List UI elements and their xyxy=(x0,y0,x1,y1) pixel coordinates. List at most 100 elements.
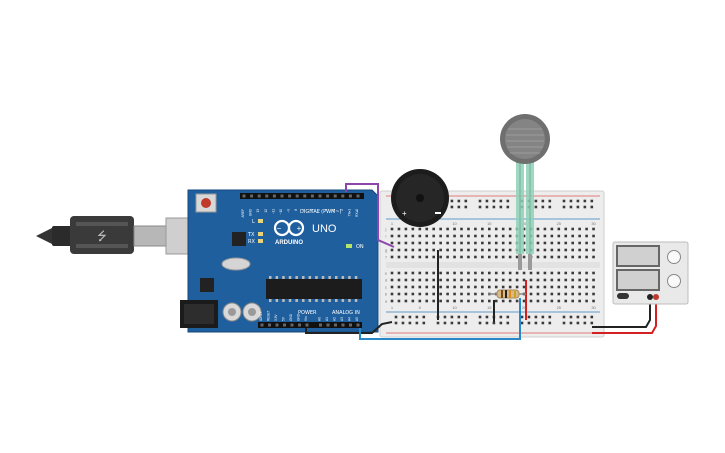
breadboard-hole[interactable] xyxy=(446,255,449,259)
breadboard-hole[interactable] xyxy=(522,255,526,259)
breadboard-hole[interactable] xyxy=(564,241,568,245)
breadboard-hole[interactable] xyxy=(536,278,540,282)
breadboard-hole[interactable] xyxy=(432,271,435,275)
breadboard-hole[interactable] xyxy=(494,278,498,282)
breadboard-hole[interactable] xyxy=(585,292,588,296)
breadboard-hole[interactable] xyxy=(536,255,540,259)
breadboard-hole[interactable] xyxy=(418,227,422,231)
breadboard-hole[interactable] xyxy=(467,285,470,289)
breadboard-hole[interactable] xyxy=(548,315,552,319)
breadboard-hole[interactable] xyxy=(404,292,408,296)
breadboard-hole[interactable] xyxy=(488,241,491,245)
breadboard-hole[interactable] xyxy=(592,241,595,245)
breadboard-hole[interactable] xyxy=(432,299,435,303)
breadboard-hole[interactable] xyxy=(583,199,587,203)
breadboard-hole[interactable] xyxy=(404,227,408,231)
breadboard-hole[interactable] xyxy=(450,321,454,325)
breadboard-hole[interactable] xyxy=(529,278,533,282)
breadboard-hole[interactable] xyxy=(550,255,554,259)
breadboard-hole[interactable] xyxy=(460,271,463,275)
breadboard-hole[interactable] xyxy=(397,227,401,231)
breadboard-hole[interactable] xyxy=(562,205,566,209)
breadboard-hole[interactable] xyxy=(467,299,470,303)
digital-pin[interactable] xyxy=(280,194,284,198)
breadboard-hole[interactable] xyxy=(534,205,538,209)
breadboard-hole[interactable] xyxy=(578,271,581,275)
breadboard-hole[interactable] xyxy=(401,321,405,325)
digital-pin[interactable] xyxy=(333,194,337,198)
breadboard-hole[interactable] xyxy=(467,255,470,259)
breadboard-hole[interactable] xyxy=(585,227,588,231)
breadboard-hole[interactable] xyxy=(569,199,573,203)
breadboard-hole[interactable] xyxy=(506,315,510,319)
breadboard-hole[interactable] xyxy=(522,248,526,252)
breadboard-hole[interactable] xyxy=(494,234,498,238)
breadboard-hole[interactable] xyxy=(467,234,470,238)
breadboard-hole[interactable] xyxy=(585,234,588,238)
header-pin[interactable] xyxy=(275,323,279,327)
breadboard-hole[interactable] xyxy=(439,241,442,245)
wire-black-gnd[interactable] xyxy=(305,321,393,334)
reset-button-cap[interactable] xyxy=(201,198,211,208)
breadboard-hole[interactable] xyxy=(541,205,545,209)
negative-terminal[interactable] xyxy=(647,294,653,300)
breadboard-hole[interactable] xyxy=(557,255,561,259)
breadboard-hole[interactable] xyxy=(390,234,394,238)
breadboard-hole[interactable] xyxy=(564,271,568,275)
breadboard-hole[interactable] xyxy=(446,227,449,231)
breadboard-hole[interactable] xyxy=(485,321,489,325)
breadboard-hole[interactable] xyxy=(534,321,538,325)
breadboard-hole[interactable] xyxy=(494,299,498,303)
breadboard-hole[interactable] xyxy=(397,255,401,259)
breadboard-hole[interactable] xyxy=(569,205,573,209)
breadboard-hole[interactable] xyxy=(529,271,533,275)
breadboard-hole[interactable] xyxy=(411,278,415,282)
breadboard-hole[interactable] xyxy=(464,205,468,209)
breadboard-hole[interactable] xyxy=(501,241,505,245)
breadboard-hole[interactable] xyxy=(481,241,484,245)
digital-pin[interactable] xyxy=(250,194,254,198)
breadboard-hole[interactable] xyxy=(404,299,408,303)
breadboard-hole[interactable] xyxy=(485,199,489,203)
breadboard-hole[interactable] xyxy=(557,227,561,231)
breadboard-hole[interactable] xyxy=(390,285,394,289)
breadboard-hole[interactable] xyxy=(506,321,510,325)
breadboard-hole[interactable] xyxy=(488,299,491,303)
breadboard-hole[interactable] xyxy=(536,227,540,231)
breadboard-hole[interactable] xyxy=(541,199,545,203)
breadboard-hole[interactable] xyxy=(522,227,526,231)
breadboard-hole[interactable] xyxy=(457,199,461,203)
breadboard-hole[interactable] xyxy=(515,271,519,275)
breadboard-hole[interactable] xyxy=(418,248,422,252)
breadboard-hole[interactable] xyxy=(425,285,429,289)
breadboard-hole[interactable] xyxy=(446,292,449,296)
breadboard-hole[interactable] xyxy=(411,255,415,259)
breadboard-hole[interactable] xyxy=(425,292,429,296)
breadboard-hole[interactable] xyxy=(548,205,552,209)
breadboard-hole[interactable] xyxy=(541,321,545,325)
breadboard-hole[interactable] xyxy=(474,285,477,289)
breadboard-hole[interactable] xyxy=(590,315,594,319)
breadboard-hole[interactable] xyxy=(418,278,422,282)
breadboard-hole[interactable] xyxy=(390,271,394,275)
breadboard-hole[interactable] xyxy=(508,227,512,231)
digital-pin[interactable] xyxy=(341,194,345,198)
breadboard-hole[interactable] xyxy=(450,205,454,209)
breadboard-hole[interactable] xyxy=(425,278,429,282)
breadboard-hole[interactable] xyxy=(592,248,595,252)
breadboard-hole[interactable] xyxy=(439,278,442,282)
breadboard-hole[interactable] xyxy=(439,271,442,275)
breadboard-hole[interactable] xyxy=(439,292,442,296)
breadboard-hole[interactable] xyxy=(425,234,429,238)
breadboard-hole[interactable] xyxy=(543,278,547,282)
breadboard-hole[interactable] xyxy=(453,299,456,303)
breadboard-hole[interactable] xyxy=(467,227,470,231)
breadboard-hole[interactable] xyxy=(481,292,484,296)
breadboard-hole[interactable] xyxy=(585,271,588,275)
breadboard-hole[interactable] xyxy=(569,315,573,319)
breadboard-hole[interactable] xyxy=(550,241,554,245)
breadboard-hole[interactable] xyxy=(450,199,454,203)
breadboard-hole[interactable] xyxy=(576,321,580,325)
breadboard-hole[interactable] xyxy=(548,321,552,325)
header-pin[interactable] xyxy=(334,323,337,327)
